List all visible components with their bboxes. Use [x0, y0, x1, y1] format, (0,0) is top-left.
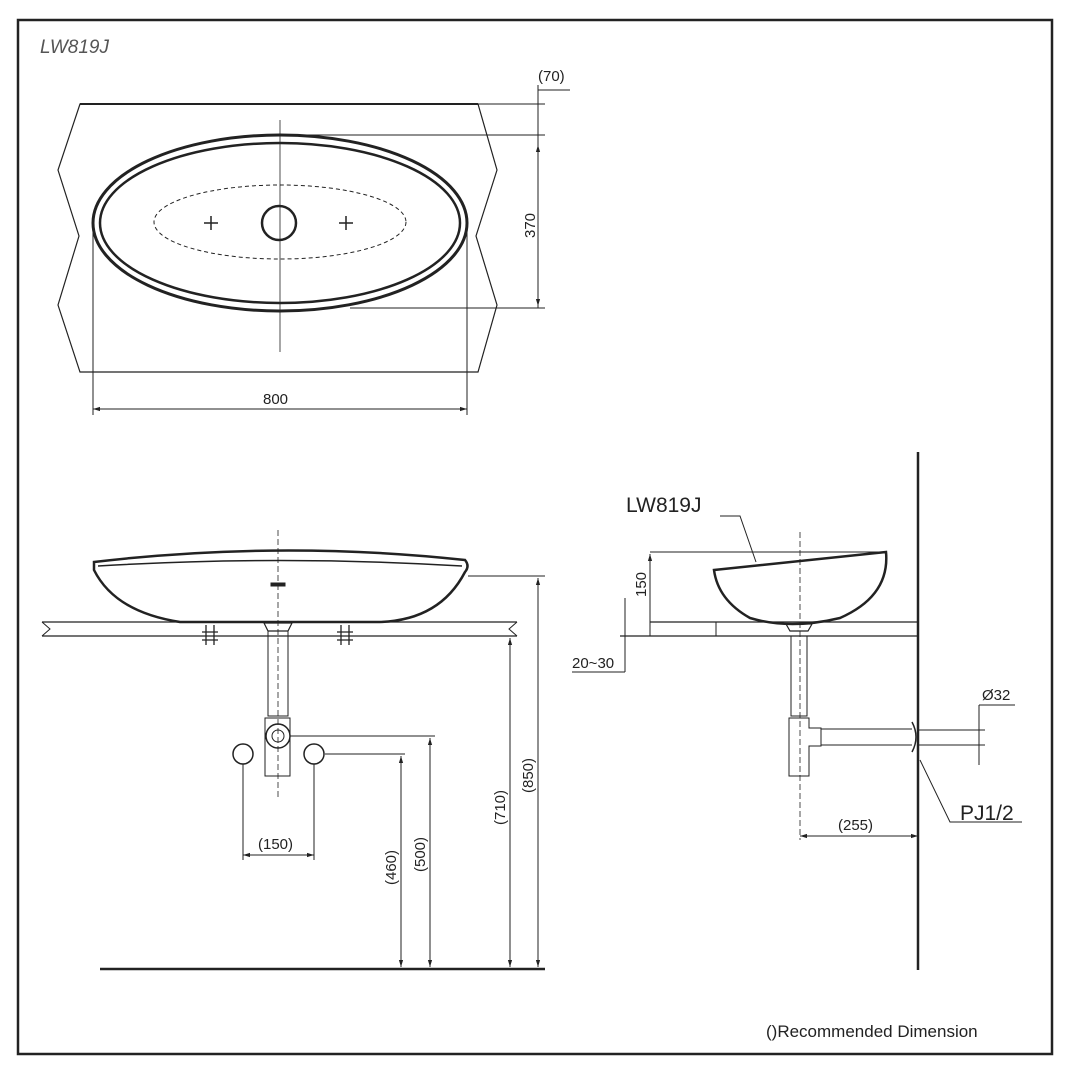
- dim-supply-spacing: (150): [258, 836, 293, 853]
- recommended-dimension-note: ()Recommended Dimension: [766, 1022, 978, 1041]
- side-view: [572, 452, 1022, 970]
- callout-model: LW819J: [626, 494, 701, 517]
- dim-basin-height: 150: [633, 572, 650, 597]
- dim-rim-height: (850): [520, 758, 537, 793]
- model-title: LW819J: [40, 37, 109, 58]
- dim-depth: 370: [522, 213, 539, 238]
- top-view: [57, 85, 570, 415]
- dim-drain-height: (500): [412, 837, 429, 872]
- dim-counter-thickness: 20~30: [572, 655, 614, 672]
- dim-counter-height: (710): [492, 790, 509, 825]
- dim-wall-offset: (255): [838, 817, 873, 834]
- dim-width: 800: [263, 391, 288, 408]
- front-view: [41, 530, 545, 971]
- callout-trap: PJ1/2: [960, 802, 1014, 825]
- dim-pipe-diameter: Ø32: [982, 687, 1010, 704]
- drawing-frame: [16, 18, 1054, 1056]
- dim-overflow: (70): [538, 68, 565, 85]
- dim-supply-height: (460): [383, 850, 400, 885]
